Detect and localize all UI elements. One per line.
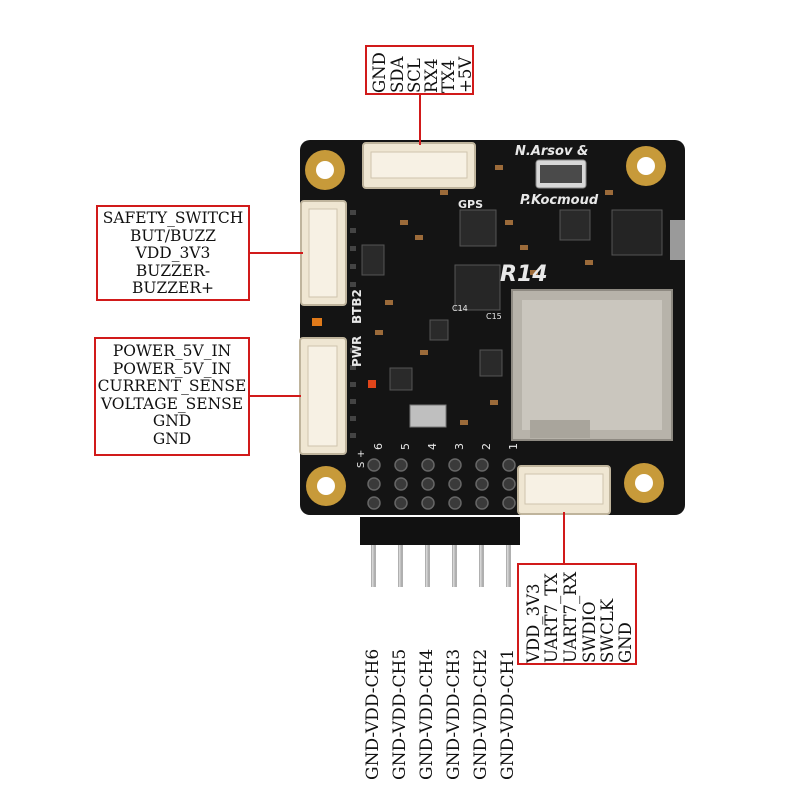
- credit-line-2: P.Kocmoud: [520, 193, 599, 208]
- debug-pin-uart7-rx: UART7_RX: [561, 571, 580, 663]
- ch-silk-2: 2: [480, 443, 493, 450]
- safety-pin-buzzer-plus: BUZZER+: [132, 279, 214, 298]
- power-pin-5v-in-1: POWER_5V_IN: [112, 342, 232, 360]
- ch-silk-4: 4: [426, 443, 439, 450]
- channel-label-ch3: GND-VDD-CH3: [444, 648, 464, 780]
- btb2-silk: BTB2: [350, 289, 364, 324]
- power-pin-5v-in-2: POWER_5V_IN: [112, 359, 232, 378]
- usb-chip: [611, 209, 663, 256]
- power-callout-line: [249, 395, 301, 397]
- power-pin-gnd-1: GND: [152, 412, 192, 431]
- plus-silk: +: [356, 449, 367, 458]
- power-pin-current: CURRENT_SENSE: [97, 377, 247, 396]
- cap-c14: C14: [452, 304, 468, 313]
- channel-label-ch2: GND-VDD-CH2: [471, 648, 491, 780]
- sig-silk: S: [356, 461, 367, 468]
- debug-pin-swdio: SWDIO: [580, 601, 599, 663]
- gps-pin-gnd: GND: [370, 52, 389, 93]
- channel-label-ch5: GND-VDD-CH5: [390, 648, 410, 780]
- power-pin-gnd-2: GND: [152, 429, 192, 448]
- debug-callout-line: [563, 512, 565, 565]
- mount-hole-top-left: [305, 150, 345, 190]
- debug-pin-uart7-tx: UART7_TX: [542, 573, 561, 663]
- debug-pin-gnd: GND: [616, 622, 635, 663]
- debug-pin-swclk: SWCLK: [598, 598, 617, 663]
- channel-label-ch1: GND-VDD-CH1: [498, 648, 518, 780]
- usb-port: [670, 220, 685, 260]
- gps-pinout-box: GND SDA SCL RX4 TX4 +5V: [365, 45, 475, 95]
- safety-pin-buzzer-minus: BUZZER-: [135, 261, 211, 280]
- channel-label-ch4: GND-VDD-CH4: [417, 648, 437, 780]
- servo-header-pads: [367, 458, 516, 510]
- channel-label-ch6: GND-VDD-CH6: [363, 648, 383, 780]
- gps-pin-5v: +5V: [456, 56, 475, 93]
- header-pins: [371, 545, 511, 587]
- ch-silk-1: 1: [507, 443, 520, 450]
- debug-pinout-box: VDD_3V3 UART7_TX UART7_RX SWDIO SWCLK GN…: [517, 563, 637, 665]
- debug-pin-vdd: VDD_3V3: [524, 583, 543, 663]
- board-model: R14: [500, 262, 548, 287]
- ch-silk-3: 3: [453, 443, 466, 450]
- ch-silk-6: 6: [372, 443, 385, 450]
- pin-header-base: [360, 517, 520, 545]
- power-pinout-box: POWER_5V_IN POWER_5V_IN CURRENT_SENSE VO…: [94, 337, 250, 456]
- safety-pin-switch: SAFETY_SWITCH: [102, 209, 244, 227]
- sensor-chip: [559, 209, 591, 241]
- safety-callout-line: [249, 252, 303, 254]
- mount-hole-bottom-left: [306, 466, 346, 506]
- mcu-chip: [454, 264, 501, 311]
- gps-silk: GPS: [458, 198, 484, 211]
- regulator-chip: [389, 367, 413, 391]
- imu-chip: [459, 209, 497, 247]
- pwr-silk: PWR: [350, 335, 364, 367]
- ch-silk-5: 5: [399, 443, 412, 450]
- mount-hole-top-right: [626, 146, 666, 186]
- power-pin-voltage: VOLTAGE_SENSE: [100, 394, 244, 413]
- gps-callout-line: [419, 93, 421, 145]
- cap-c15: C15: [486, 312, 502, 321]
- safety-pin-but-buzz: BUT/BUZZ: [129, 226, 216, 245]
- inductor: [409, 404, 447, 428]
- credit-line-1: N.Arsov &: [515, 144, 589, 159]
- safety-pinout-box: SAFETY_SWITCH BUT/BUZZ VDD_3V3 BUZZER- B…: [96, 205, 250, 301]
- safety-pin-vdd: VDD_3V3: [135, 244, 211, 263]
- mount-hole-bottom-right: [624, 463, 664, 503]
